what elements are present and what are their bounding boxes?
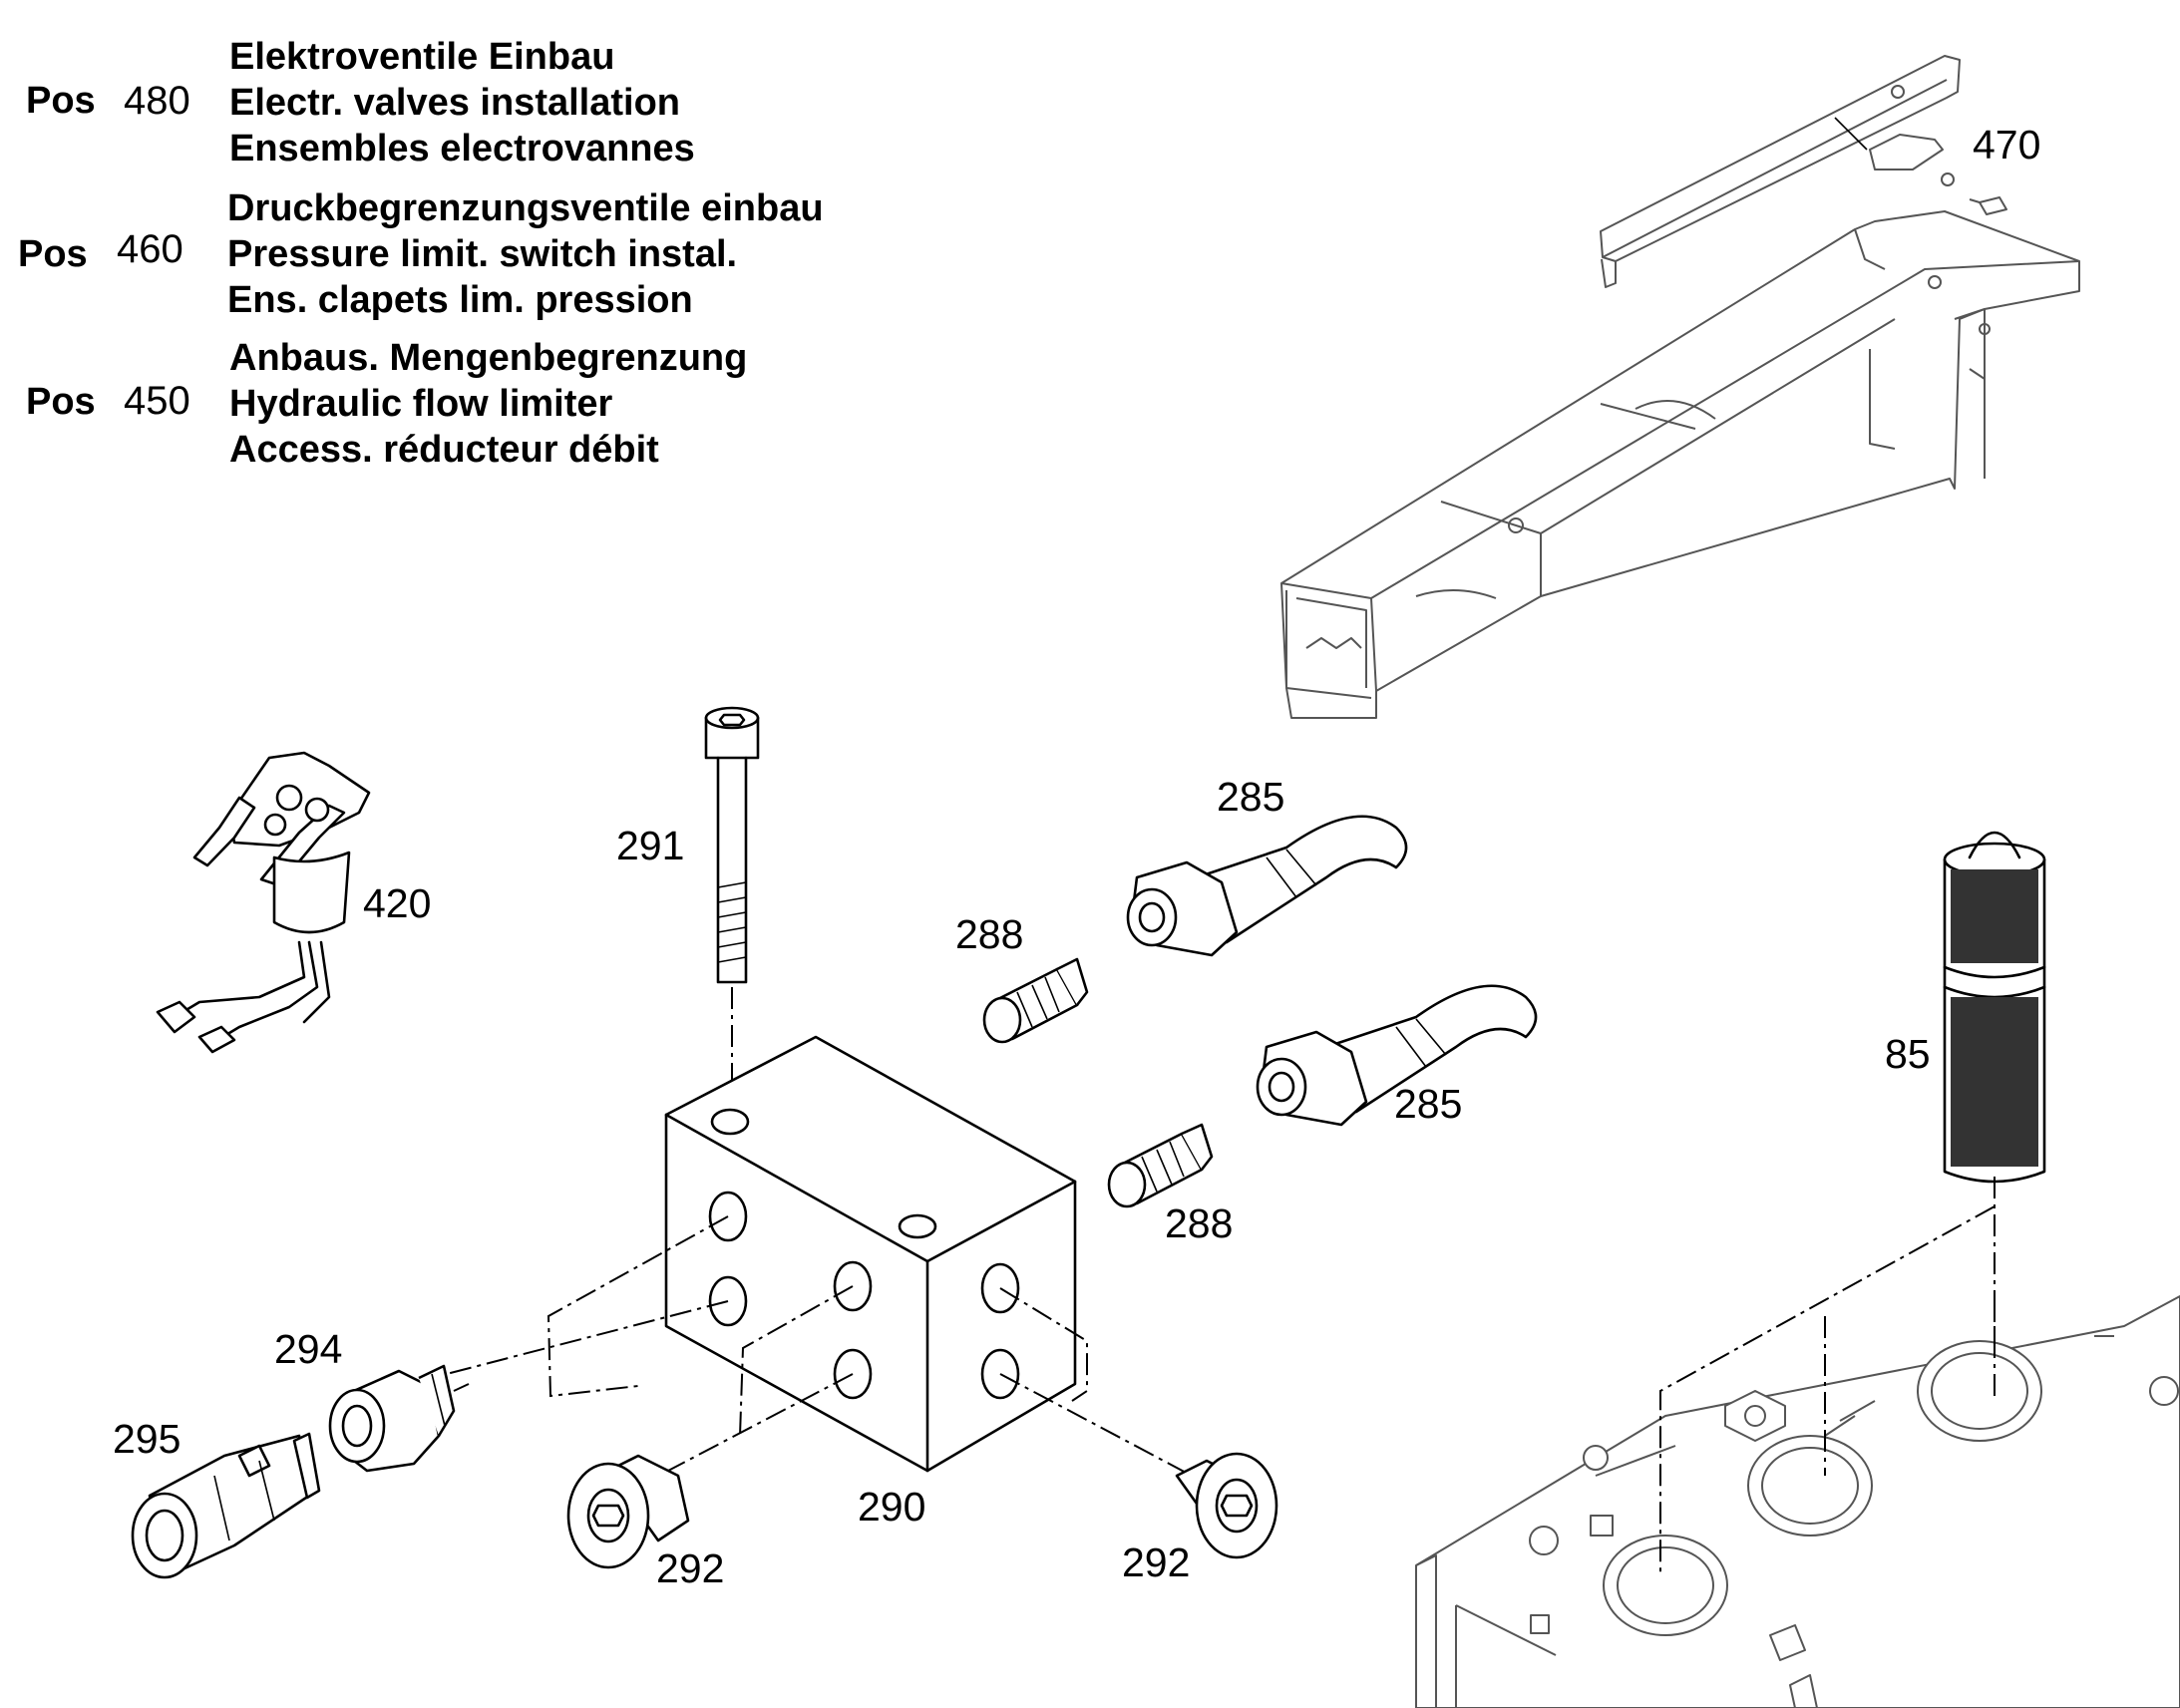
filter-element-85 [1943,831,2046,1396]
callout-285-lower: 285 [1394,1081,1463,1127]
valve-block-290 [438,1035,1193,1477]
adapter-288-upper [982,957,1089,1044]
callout-288-upper: 288 [955,911,1024,957]
legend-line-de: Druckbegrenzungsventile einbau [227,187,824,229]
pos-number: 450 [124,379,190,423]
pos-label: Pos [18,233,88,275]
legend-line-en: Pressure limit. switch instal. [227,233,738,275]
ball-valve-295 [131,1432,321,1579]
callout-292-left: 292 [656,1545,725,1591]
adapter-288-lower [1107,1123,1214,1208]
callout-295: 295 [113,1416,182,1462]
legend-line-de: Elektroventile Einbau [229,36,615,78]
callout-420: 420 [363,880,432,926]
callout-85: 85 [1885,1031,1931,1077]
tank-assembly [1415,1205,2180,1708]
position-legend: Pos 480 Elektroventile Einbau Electr. va… [0,0,997,479]
callout-288-lower: 288 [1165,1200,1234,1246]
pos-number: 460 [117,227,183,271]
hose-285-lower [1256,984,1538,1127]
callout-290: 290 [858,1484,926,1530]
hose-285-upper [1126,815,1408,957]
plug-292-left [566,1454,690,1569]
callout-294: 294 [274,1326,343,1372]
callout-470: 470 [1973,122,2041,168]
plug-292-right [1175,1452,1278,1559]
pos-label: Pos [26,381,96,423]
bolt-291 [704,706,760,1127]
callout-292-right: 292 [1122,1539,1191,1585]
callout-285-upper: 285 [1217,774,1285,820]
callout-291: 291 [616,823,685,868]
legend-line-en: Electr. valves installation [229,82,680,124]
fitting-294 [328,1364,470,1473]
legend-line-en: Hydraulic flow limiter [229,383,613,425]
legend-line-de: Anbaus. Mengenbegrenzung [229,337,748,379]
legend-line-fr: Ensembles electrovannes [229,128,695,170]
pos-number: 480 [124,79,190,123]
legend-line-fr: Access. réducteur débit [229,429,659,471]
frame-bracket-assembly [1280,55,2080,719]
pos-label: Pos [26,80,96,122]
legend-line-fr: Ens. clapets lim. pression [227,279,693,321]
solenoid-valve-420 [156,751,371,1054]
